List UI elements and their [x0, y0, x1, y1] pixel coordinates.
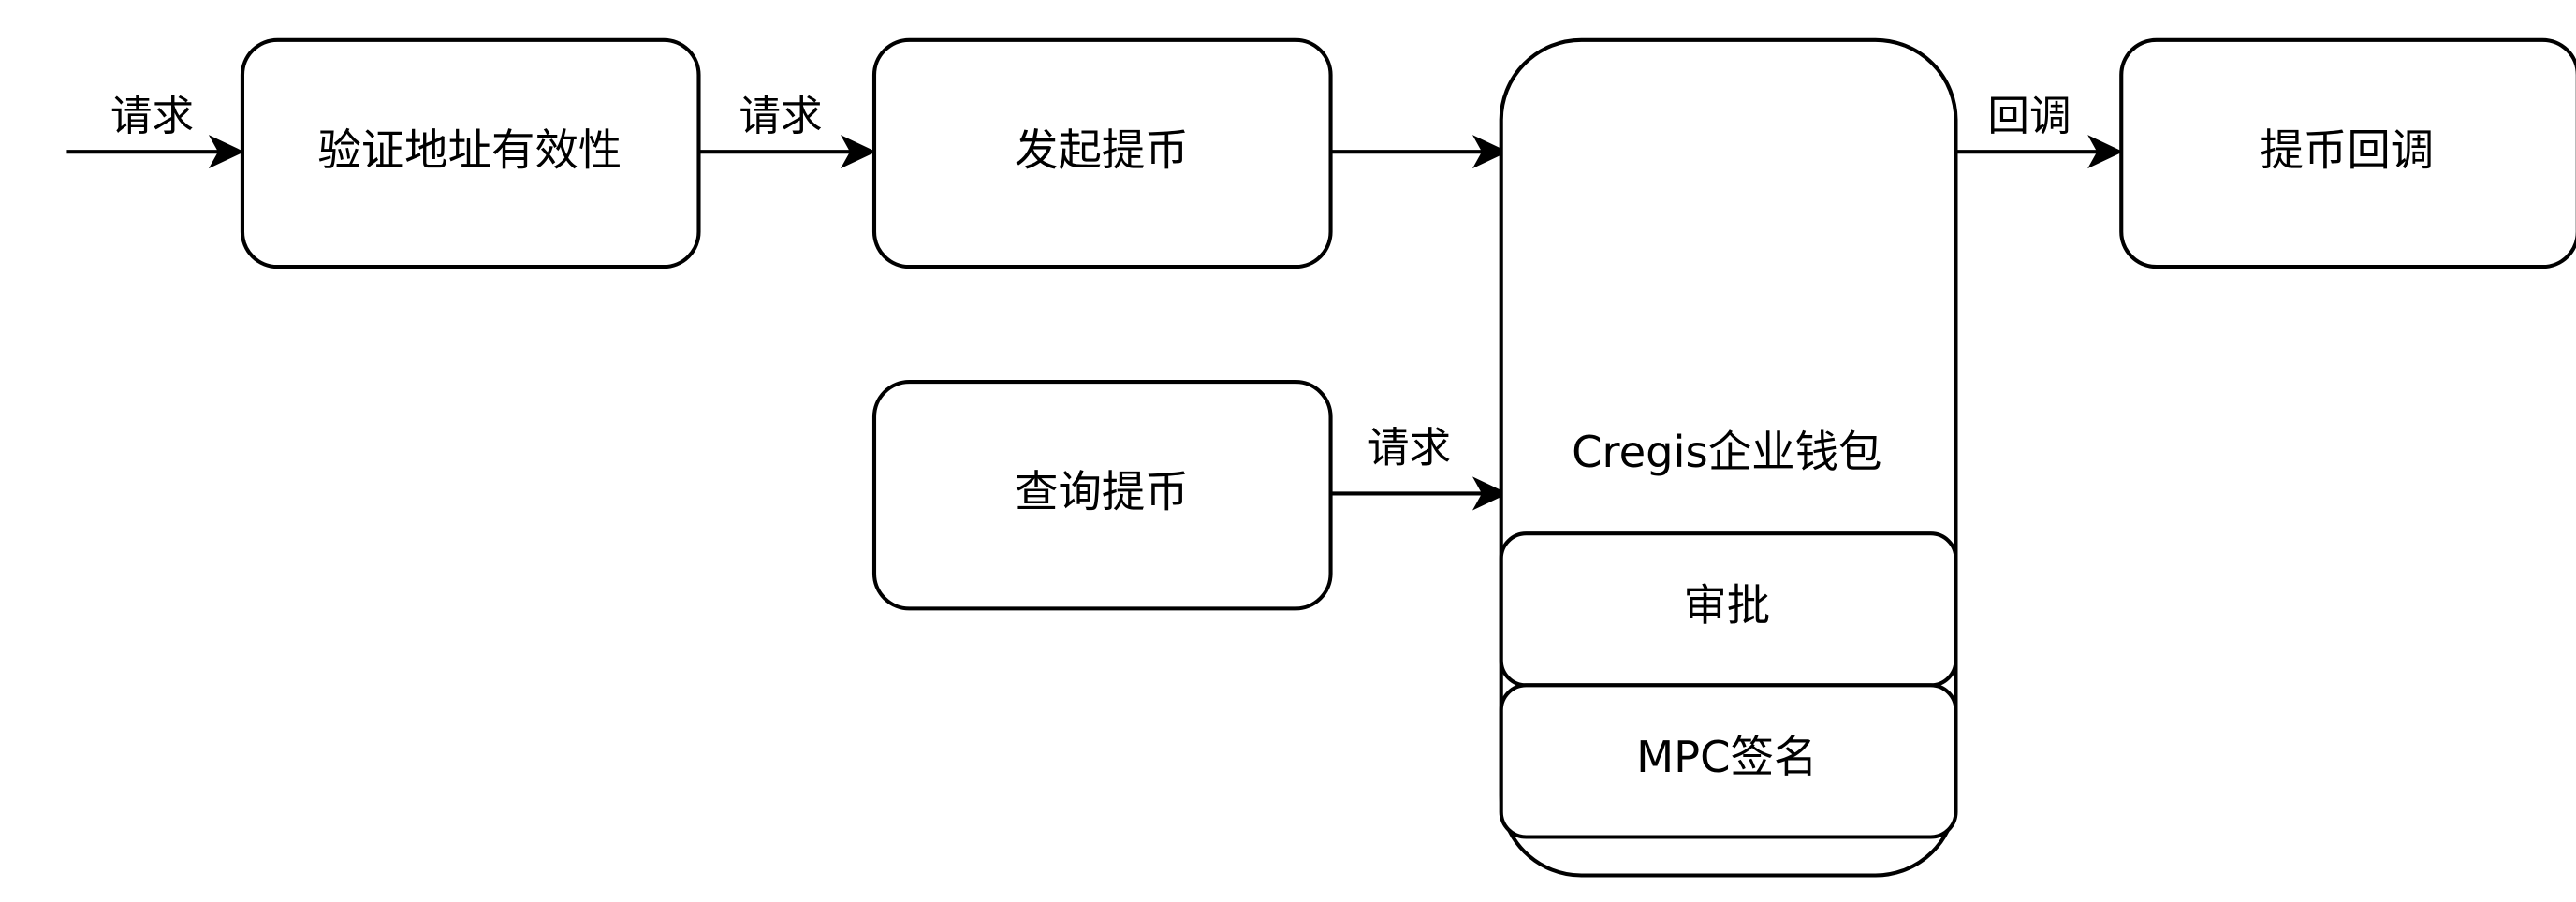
edge-wallet-to-callback: 回调 [1955, 92, 2124, 169]
node-cregis-wallet: Cregis企业钱包 审批 MPC签名 [1499, 37, 1958, 878]
node-withdrawal-callback-label: 提币回调 [2260, 124, 2434, 175]
edge-validate-to-initiate-label: 请求 [739, 92, 822, 140]
edge-request-in-label: 请求 [110, 92, 194, 140]
edge-wallet-to-callback-label: 回调 [1987, 92, 2071, 140]
edge-initiate-to-wallet-arrowhead [1471, 135, 1509, 169]
edge-validate-to-initiate: 请求 [698, 92, 877, 169]
edge-query-to-wallet-arrowhead [1471, 476, 1509, 511]
node-mpc-signature: MPC签名 [1499, 683, 1958, 839]
node-validate-address-box [240, 37, 701, 269]
node-approval-label: 审批 [1683, 580, 1770, 631]
edge-initiate-to-wallet [1330, 135, 1509, 169]
node-initiate-withdrawal: 发起提币 [871, 37, 1333, 269]
node-approval: 审批 [1499, 531, 1958, 688]
node-initiate-withdrawal-box [871, 37, 1333, 269]
edge-request-in-arrowhead [208, 135, 245, 169]
edge-query-to-wallet: 请求 [1330, 424, 1509, 511]
node-cregis-wallet-label: Cregis企业钱包 [1572, 427, 1881, 477]
edge-query-to-wallet-label: 请求 [1368, 424, 1451, 473]
edge-validate-to-initiate-arrowhead [840, 135, 877, 169]
node-query-withdrawal-box [871, 380, 1333, 611]
node-validate-address-label: 验证地址有效性 [317, 124, 622, 175]
node-withdrawal-callback: 提币回调 [2119, 37, 2576, 269]
node-query-withdrawal: 查询提币 [871, 380, 1333, 611]
node-validate-address: 验证地址有效性 [240, 37, 701, 269]
node-query-withdrawal-label: 查询提币 [1015, 467, 1189, 517]
node-mpc-signature-label: MPC签名 [1636, 732, 1817, 782]
node-initiate-withdrawal-label: 发起提币 [1015, 124, 1189, 175]
node-withdrawal-callback-box [2119, 37, 2576, 269]
edge-wallet-to-callback-arrowhead [2087, 135, 2124, 169]
node-mpc-signature-box [1499, 683, 1958, 839]
edge-request-in: 请求 [66, 92, 245, 169]
